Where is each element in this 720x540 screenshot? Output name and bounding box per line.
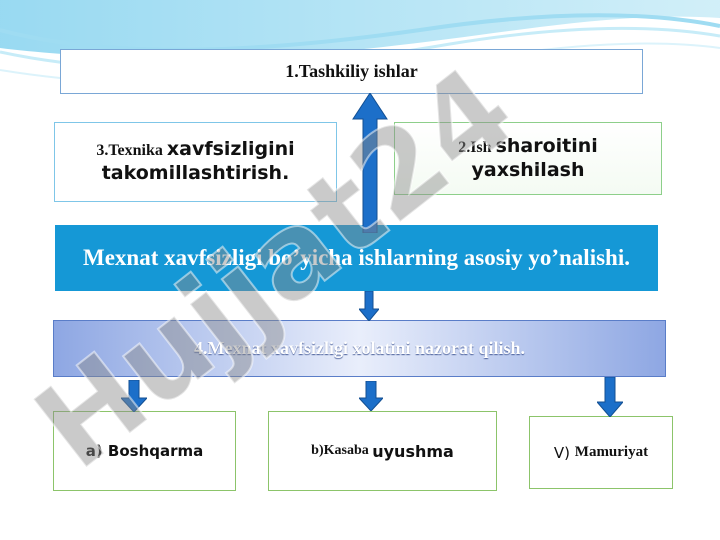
down-arrow-icon xyxy=(359,291,379,321)
box-work-conditions-label: 2.Ish sharoitini yaxshilash xyxy=(403,135,653,183)
box-management: V) Mamuriyat xyxy=(529,416,673,489)
box-organizational-work: 1.Tashkiliy ishlar xyxy=(60,49,643,94)
box-main-direction-label: Mexnat xavfsizligi bo’yicha ishlarning a… xyxy=(83,245,630,271)
box-management-label: Mamuriyat xyxy=(574,444,649,460)
box-technical-safety-number: 3.Texnika xyxy=(96,142,167,160)
box-technical-safety: 3.Texnika xavfsizligini takomillashtiris… xyxy=(54,122,337,202)
box-technical-safety-label: 3.Texnika xavfsizligini takomillashtiris… xyxy=(63,138,328,186)
box-administration: a) Boshqarma xyxy=(53,411,236,491)
down-arrow-icon xyxy=(359,381,383,411)
down-arrow-icon xyxy=(597,377,623,417)
box-administration-label: Boshqarma xyxy=(107,442,204,460)
box-main-direction: Mexnat xavfsizligi bo’yicha ishlarning a… xyxy=(55,225,658,291)
box-work-conditions-number: 2.Ish xyxy=(458,138,496,156)
box-technical-safety-text: xavfsizligini takomillashtirish. xyxy=(101,138,295,184)
box-management-prefix: V) xyxy=(553,443,575,462)
box-trade-union: b)Kasaba uyushma xyxy=(268,411,497,491)
box-administration-prefix: a) xyxy=(85,442,108,460)
box-work-conditions: 2.Ish sharoitini yaxshilash xyxy=(394,122,662,195)
down-arrow-icon xyxy=(121,380,147,412)
box-trade-union-label: uyushma xyxy=(372,441,454,461)
box-organizational-work-label: 1.Tashkiliy ishlar xyxy=(285,61,418,81)
box-safety-control: 4.Mexnat xavfsizligi xolatini nazorat qi… xyxy=(53,320,666,377)
up-arrow-icon xyxy=(352,93,388,233)
box-safety-control-label: 4.Mexnat xavfsizligi xolatini nazorat qi… xyxy=(194,338,525,358)
box-work-conditions-text: sharoitini yaxshilash xyxy=(471,134,598,181)
box-trade-union-prefix: b)Kasaba xyxy=(311,443,373,458)
